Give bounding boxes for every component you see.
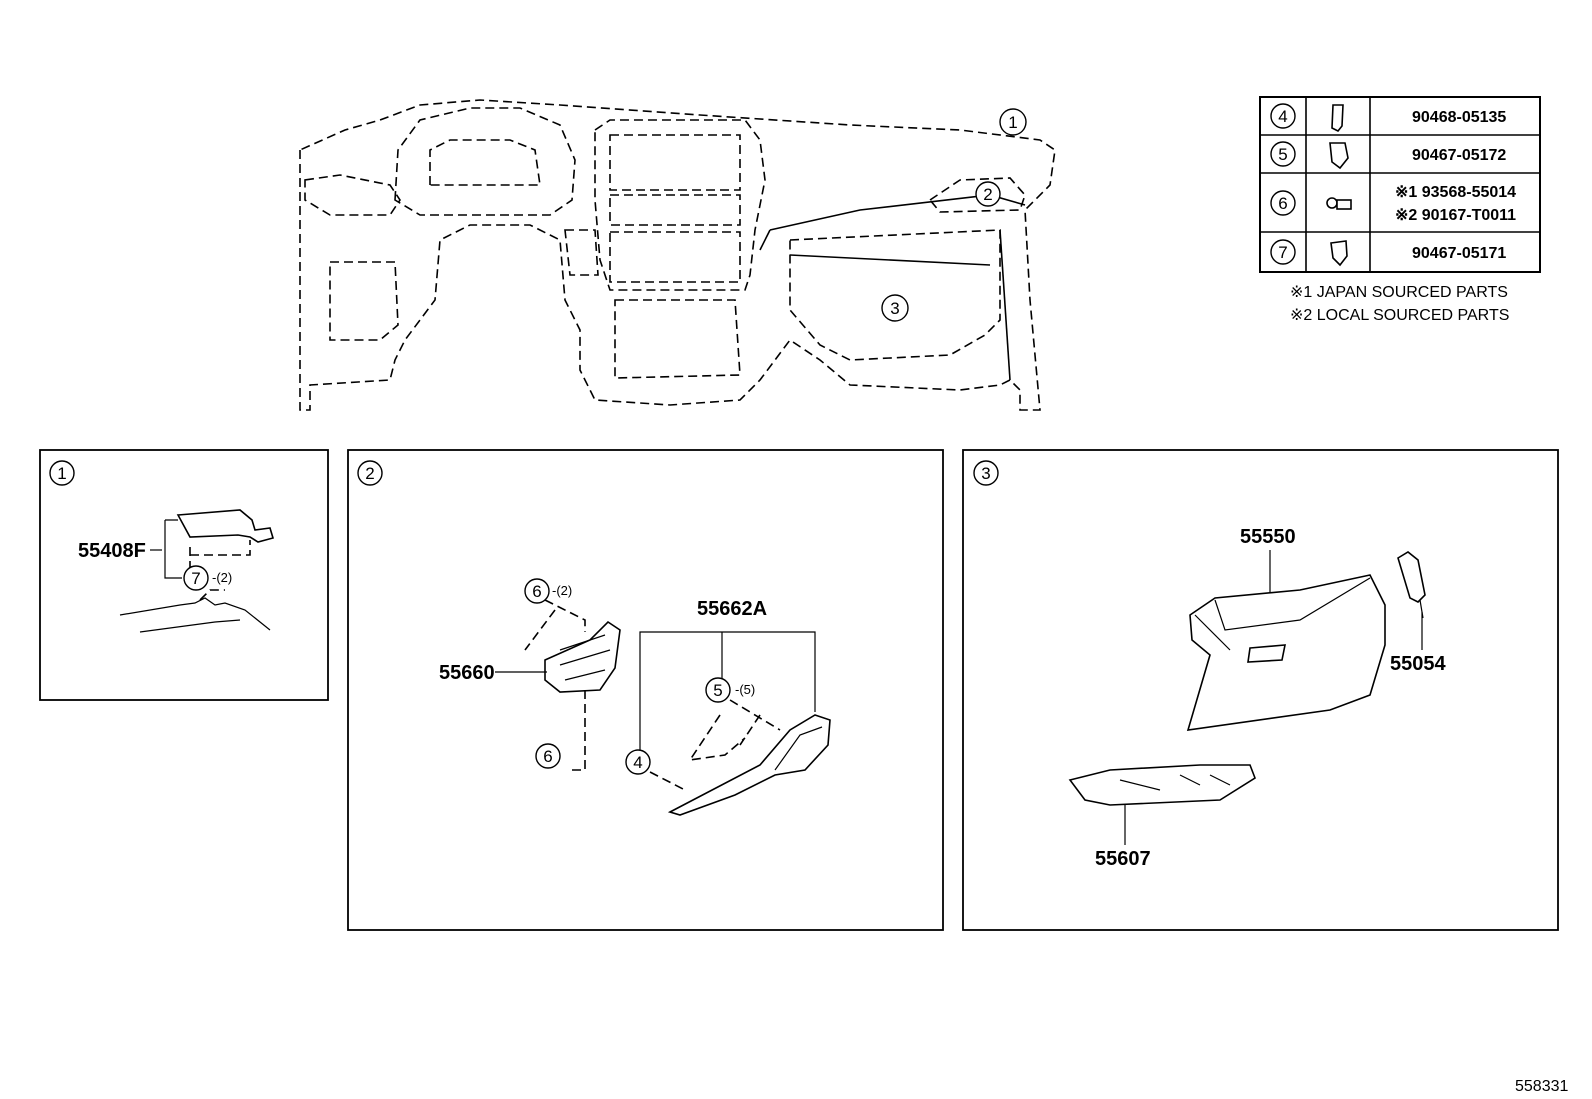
panel-2-callout-6-upper: 6 [532,582,541,601]
panel-2-callout-4: 4 [633,753,642,772]
panel-2-qty-6: -(2) [552,583,572,598]
panel-2-callout-5: 5 [713,681,722,700]
part-55550-shape [1186,574,1386,731]
part-55662a-label: 55662A [697,598,767,620]
table-ref-circle [1270,190,1296,216]
panel-2-callout-6-lower: 6 [543,747,552,766]
glove-box-handle [1247,644,1286,663]
clip-icon [1330,240,1348,267]
panel-1-qty-7: -(2) [212,570,232,585]
panel-1-callout-7: 7 [191,569,200,588]
callout-1-label: 1 [1008,113,1017,132]
part-55607-shape [1068,764,1256,806]
detail-panel-1: 1 55408F 7 -(2) [39,449,329,701]
note-local-sourced: ※2 LOCAL SOURCED PARTS [1290,307,1509,324]
clip-icon [1329,142,1349,170]
part-55607-label: 55607 [1095,848,1151,870]
part-55660-label: 55660 [439,662,495,684]
table-part-6-japan: ※1 93568-55014 [1395,184,1516,201]
callout-3-marker [881,294,909,322]
table-ref-circle [1270,141,1296,167]
bolt-icon [1326,197,1352,210]
table-part-5: 90467-05172 [1412,147,1506,164]
table-ref-circle [1270,239,1296,265]
callout-1-marker [999,108,1027,136]
panel-2-qty-5: -(5) [735,682,755,697]
table-ref-6: 6 [1278,194,1287,213]
part-55550-label: 55550 [1240,526,1296,548]
note-japan-sourced: ※1 JAPAN SOURCED PARTS [1290,284,1508,301]
panel-1-number: 1 [57,464,66,483]
callout-2-marker [975,181,1001,207]
callout-2-label: 2 [983,185,992,204]
part-55408f-label: 55408F [78,540,146,562]
table-part-7: 90467-05171 [1412,245,1506,262]
part-55662a-shape [667,714,831,816]
table-ref-4: 4 [1278,107,1287,126]
panel-3-number: 3 [981,464,990,483]
detail-panel-2: 2 6 -(2) 55660 6 55662A 5 -(5) 4 [347,449,944,931]
table-part-4: 90468-05135 [1412,109,1506,126]
part-55660-shape [544,620,621,693]
parts-table: 4 90468-05135 5 90467-05172 6 ※1 93568-5… [1259,96,1541,273]
table-ref-7: 7 [1278,243,1287,262]
clip-icon [1331,104,1344,133]
part-55054-label: 55054 [1390,653,1446,675]
table-ref-circle [1270,103,1296,129]
part-55054-shape [1397,551,1426,603]
dashboard-overview: 1 2 3 [299,99,1056,411]
callout-3-label: 3 [890,299,899,318]
detail-panel-3: 3 55550 55054 55607 [962,449,1559,931]
part-55408f-shape [176,509,275,543]
table-part-6-local: ※2 90167-T0011 [1395,207,1516,224]
diagram-id: 558331 [1515,1078,1568,1095]
panel-2-number: 2 [365,464,374,483]
table-ref-5: 5 [1278,145,1287,164]
